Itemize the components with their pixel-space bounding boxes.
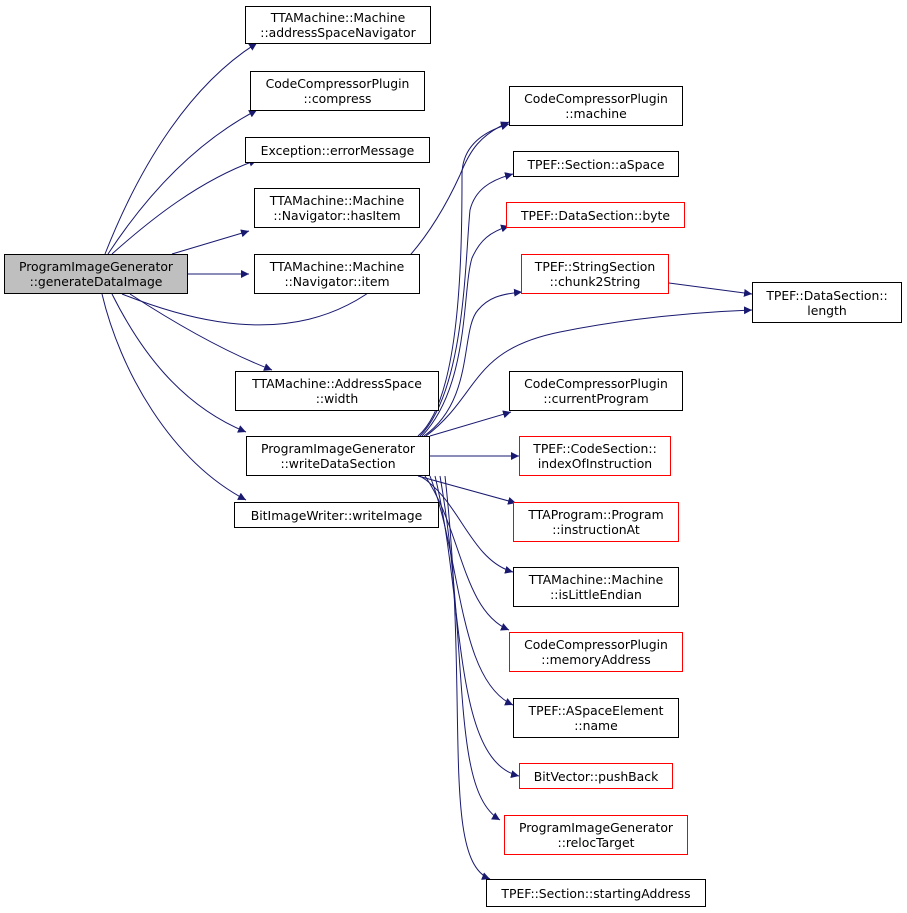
node-label-line1: TTAMachine::Machine — [269, 259, 405, 274]
node-label-line1: TPEF::StringSection — [534, 259, 656, 274]
edge-gdi-to-hi — [171, 229, 250, 255]
node-label-line2: ::currentProgram — [543, 391, 649, 406]
edge-gdi-to-asn — [104, 42, 258, 255]
edge-gdi-to-wds — [111, 293, 247, 433]
edge-wds-to-nm — [429, 475, 514, 706]
edge-wds-to-ia — [417, 475, 517, 505]
node-label-line2: ::addressSpaceNavigator — [260, 25, 416, 40]
node-label-line2: ::compress — [303, 91, 372, 106]
edge-gdi-to-wd — [129, 293, 273, 371]
node-label-line1: TPEF::DataSection:: — [766, 287, 888, 303]
node-compress[interactable]: CodeCompressorPlugin ::compress — [250, 71, 425, 111]
node-label-line1: TPEF::Section::startingAddress — [501, 885, 691, 901]
node-error-message[interactable]: Exception::errorMessage — [245, 137, 430, 163]
edge-wds-to-c2s — [423, 288, 523, 437]
edge-gdi-to-err — [111, 158, 258, 255]
node-label-line2: ::memoryAddress — [541, 652, 651, 667]
edge-gdi-to-cmp — [107, 109, 258, 255]
node-label-line2: ::isLittleEndian — [550, 587, 642, 602]
edge-wds-to-by — [421, 224, 510, 437]
node-label-line2: ::relocTarget — [557, 835, 635, 850]
edge-wds-to-rt — [439, 475, 501, 821]
node-reloc-target[interactable]: ProgramImageGenerator ::relocTarget — [504, 815, 688, 855]
node-instruction-at[interactable]: TTAProgram::Program ::instructionAt — [513, 502, 679, 542]
node-label-line1: ProgramImageGenerator — [518, 820, 673, 835]
node-starting-address[interactable]: TPEF::Section::startingAddress — [486, 879, 706, 907]
node-item[interactable]: TTAMachine::Machine ::Navigator::item — [254, 254, 420, 294]
edge-wds-to-as — [419, 172, 514, 437]
edge-wds-to-cp — [429, 410, 512, 437]
node-label-line1: CodeCompressorPlugin — [524, 637, 668, 652]
node-is-little-endian[interactable]: TTAMachine::Machine ::isLittleEndian — [513, 567, 679, 607]
node-width[interactable]: TTAMachine::AddressSpace ::width — [235, 371, 439, 411]
node-current-program[interactable]: CodeCompressorPlugin ::currentProgram — [509, 371, 683, 411]
node-label-line1: TTAMachine::Machine — [269, 193, 405, 208]
node-label-line2: ::instructionAt — [552, 522, 640, 537]
node-memory-address[interactable]: CodeCompressorPlugin ::memoryAddress — [509, 632, 683, 672]
node-label-line1: CodeCompressorPlugin — [524, 91, 668, 106]
node-label-line2: ::Navigator::hasItem — [273, 208, 401, 223]
node-length[interactable]: TPEF::DataSection:: length — [752, 282, 902, 323]
node-generate-data-image: ProgramImageGenerator ::generateDataImag… — [4, 254, 188, 294]
node-label-line1: CodeCompressorPlugin — [524, 376, 668, 391]
node-label-line2: ::machine — [565, 106, 627, 121]
edge-wds-to-len — [425, 306, 753, 437]
node-label-line1: BitVector::pushBack — [533, 768, 659, 784]
node-label-line1: TTAMachine::Machine — [528, 572, 664, 587]
node-label-line1: TTAProgram::Program — [528, 507, 664, 522]
node-label-line1: TTAMachine::AddressSpace — [252, 376, 422, 391]
node-label-line1: TPEF::Section::aSpace — [527, 156, 665, 172]
node-label-line1: BitImageWriter::writeImage — [250, 507, 423, 523]
edge-wds-to-ile — [419, 475, 514, 574]
node-label-line2: length — [807, 302, 847, 318]
edge-gdi-to-wi — [101, 293, 247, 501]
node-chunk2string[interactable]: TPEF::StringSection ::chunk2String — [521, 254, 669, 294]
node-label-line2: ::Navigator::item — [284, 274, 390, 289]
node-label-line1: TTAMachine::Machine — [270, 10, 406, 25]
node-label-line2: indexOfInstruction — [537, 456, 653, 471]
node-machine[interactable]: CodeCompressorPlugin ::machine — [509, 86, 683, 126]
node-push-back[interactable]: BitVector::pushBack — [519, 763, 673, 789]
edge-wds-to-sa — [444, 475, 491, 880]
node-label-line2: ::writeDataSection — [280, 456, 396, 471]
node-label-line1: TPEF::DataSection::byte — [520, 207, 671, 223]
node-name[interactable]: TPEF::ASpaceElement ::name — [513, 698, 679, 738]
node-index-of-instruction[interactable]: TPEF::CodeSection:: indexOfInstruction — [519, 436, 671, 476]
node-label-line1: CodeCompressorPlugin — [265, 76, 410, 91]
node-label-line1: ProgramImageGenerator — [260, 441, 415, 456]
node-label-line1: Exception::errorMessage — [260, 142, 415, 158]
node-address-space-navigator[interactable]: TTAMachine::Machine ::addressSpaceNaviga… — [245, 6, 431, 44]
node-label-line1: ProgramImageGenerator — [18, 259, 173, 274]
edge-c2s-to-len — [668, 282, 753, 297]
edge-wds-to-mc — [417, 122, 510, 437]
node-label-line2: ::width — [315, 391, 359, 406]
node-has-item[interactable]: TTAMachine::Machine ::Navigator::hasItem — [254, 188, 420, 228]
node-label-line2: ::chunk2String — [549, 274, 641, 289]
node-a-space[interactable]: TPEF::Section::aSpace — [513, 151, 679, 177]
node-label-line1: TPEF::ASpaceElement — [528, 703, 664, 718]
node-label-line2: ::generateDataImage — [29, 274, 163, 289]
node-write-data-section[interactable]: ProgramImageGenerator ::writeDataSection — [246, 436, 430, 476]
edge-wds-to-pb — [434, 475, 520, 779]
node-label-line2: ::name — [574, 718, 618, 733]
node-byte[interactable]: TPEF::DataSection::byte — [506, 202, 685, 228]
node-label-line1: TPEF::CodeSection:: — [533, 441, 657, 456]
node-write-image[interactable]: BitImageWriter::writeImage — [234, 502, 439, 528]
